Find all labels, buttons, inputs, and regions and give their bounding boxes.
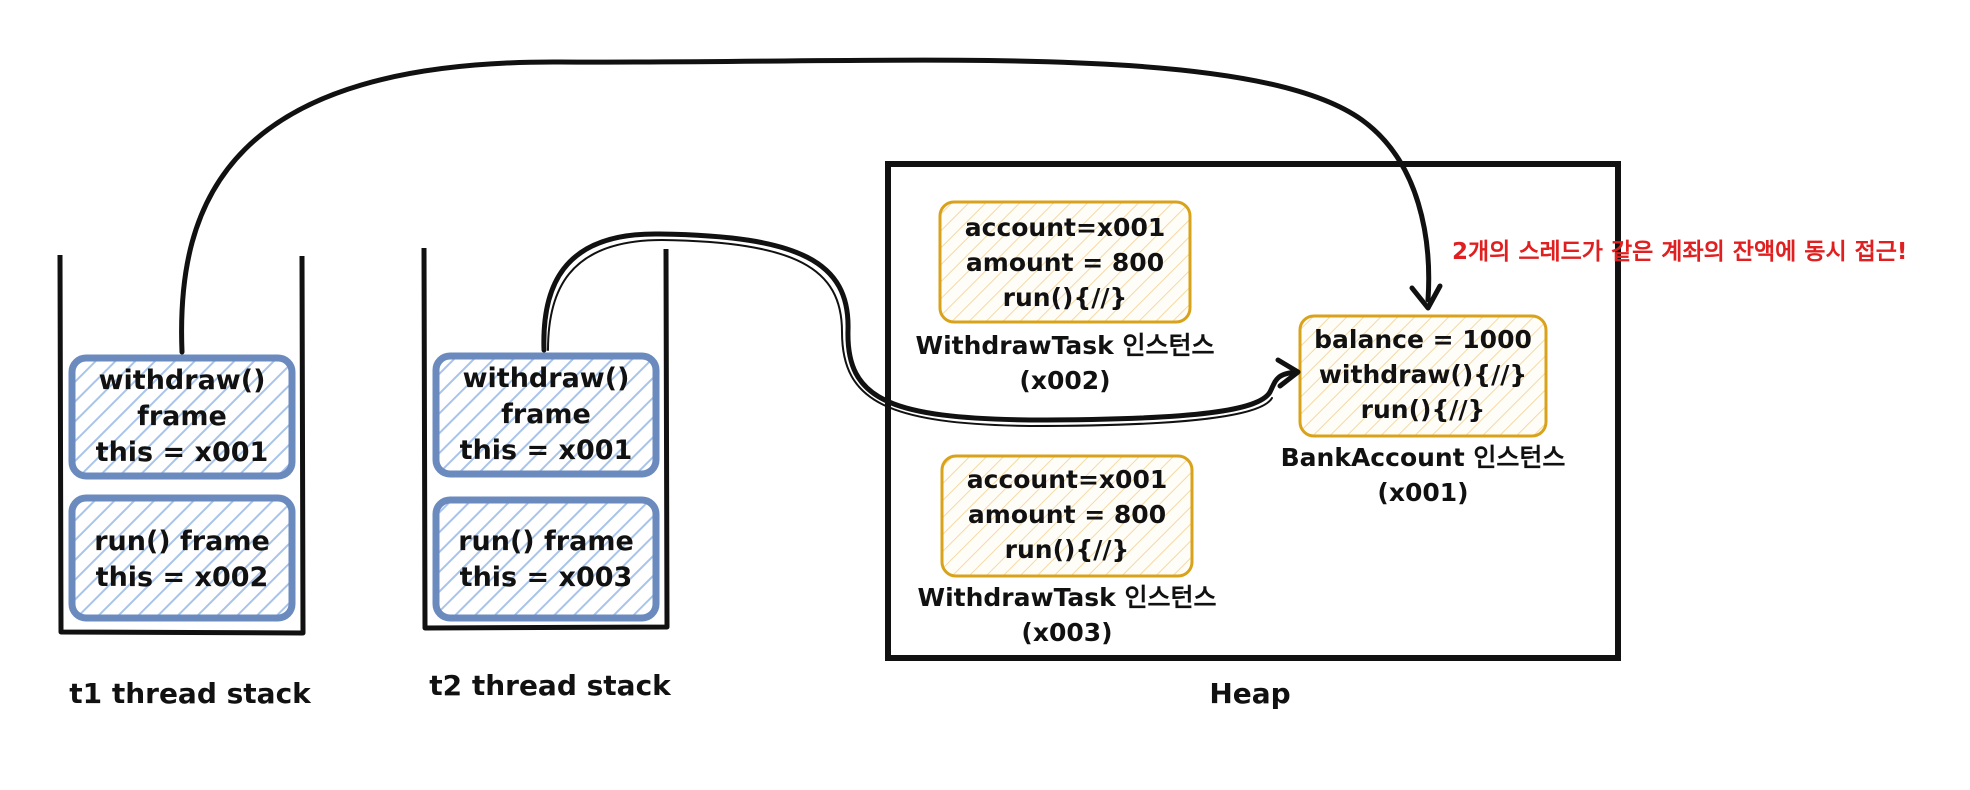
frame-line: this = x002 <box>95 562 269 593</box>
caption-line: (x002) <box>1019 366 1111 395</box>
frame-line: this = x001 <box>95 437 269 468</box>
caption-line: BankAccount 인스턴스 <box>1280 443 1566 472</box>
t2-reference-arrow-shadow <box>547 238 1273 428</box>
t2-arrowhead <box>1275 357 1301 389</box>
t2-stack-label: t2 thread stack <box>429 669 671 702</box>
heap-container <box>885 161 1621 661</box>
t1-reference-arrow <box>179 57 1432 355</box>
withdraw-task-x003-box <box>940 454 1194 578</box>
withdraw-task-x002-caption: WithdrawTask 인스턴스 (x002) <box>905 328 1225 398</box>
heap-label: Heap <box>1209 677 1291 710</box>
frame-line: run() frame <box>94 526 270 557</box>
withdraw-task-x002-fields: account=x001 amount = 800 run(){//} <box>940 210 1190 315</box>
t2-run-frame-text: run() frame this = x003 <box>436 524 656 596</box>
frame-line: this = x001 <box>459 435 633 466</box>
t1-run-frame-text: run() frame this = x002 <box>72 524 292 596</box>
bank-account-x001-box <box>1298 314 1548 438</box>
field-line: account=x001 <box>966 465 1168 494</box>
bank-account-x001-caption: BankAccount 인스턴스 (x001) <box>1268 440 1578 510</box>
withdraw-task-x003-fields: account=x001 amount = 800 run(){//} <box>942 462 1192 567</box>
t2-stack-container <box>421 247 670 631</box>
t1-stack-container <box>57 254 306 636</box>
bank-account-x001-fields: balance = 1000 withdraw(){//} run(){//} <box>1300 322 1546 427</box>
t1-withdraw-frame-box <box>68 354 296 480</box>
field-line: run(){//} <box>1360 395 1486 424</box>
caption-line: (x001) <box>1377 478 1469 507</box>
frame-line: this = x003 <box>459 562 633 593</box>
field-line: run(){//} <box>1002 283 1128 312</box>
field-line: amount = 800 <box>965 248 1165 277</box>
t2-withdraw-frame-box <box>432 352 660 478</box>
field-line: balance = 1000 <box>1314 325 1532 354</box>
frame-line: frame <box>501 399 591 430</box>
caption-line: (x003) <box>1021 618 1113 647</box>
frame-line: withdraw() <box>98 365 266 396</box>
field-line: account=x001 <box>964 213 1166 242</box>
t2-run-frame-box <box>432 496 660 622</box>
t1-run-frame-box <box>68 494 296 622</box>
concurrent-access-note: 2개의 스레드가 같은 계좌의 잔액에 동시 접근! <box>1452 239 1908 265</box>
t2-withdraw-frame-text: withdraw() frame this = x001 <box>436 361 656 469</box>
t1-withdraw-frame-text: withdraw() frame this = x001 <box>72 363 292 471</box>
field-line: run(){//} <box>1004 535 1130 564</box>
t1-arrowhead <box>1409 283 1443 311</box>
frame-line: frame <box>137 401 227 432</box>
frame-line: run() frame <box>458 526 634 557</box>
field-line: withdraw(){//} <box>1318 360 1528 389</box>
caption-line: WithdrawTask 인스턴스 <box>917 583 1217 612</box>
frame-line: withdraw() <box>462 363 630 394</box>
withdraw-task-x003-caption: WithdrawTask 인스턴스 (x003) <box>907 580 1227 650</box>
field-line: amount = 800 <box>967 500 1167 529</box>
withdraw-task-x002-box <box>938 200 1192 324</box>
t1-stack-label: t1 thread stack <box>69 677 311 710</box>
caption-line: WithdrawTask 인스턴스 <box>915 331 1215 360</box>
t2-reference-arrow <box>541 231 1299 423</box>
